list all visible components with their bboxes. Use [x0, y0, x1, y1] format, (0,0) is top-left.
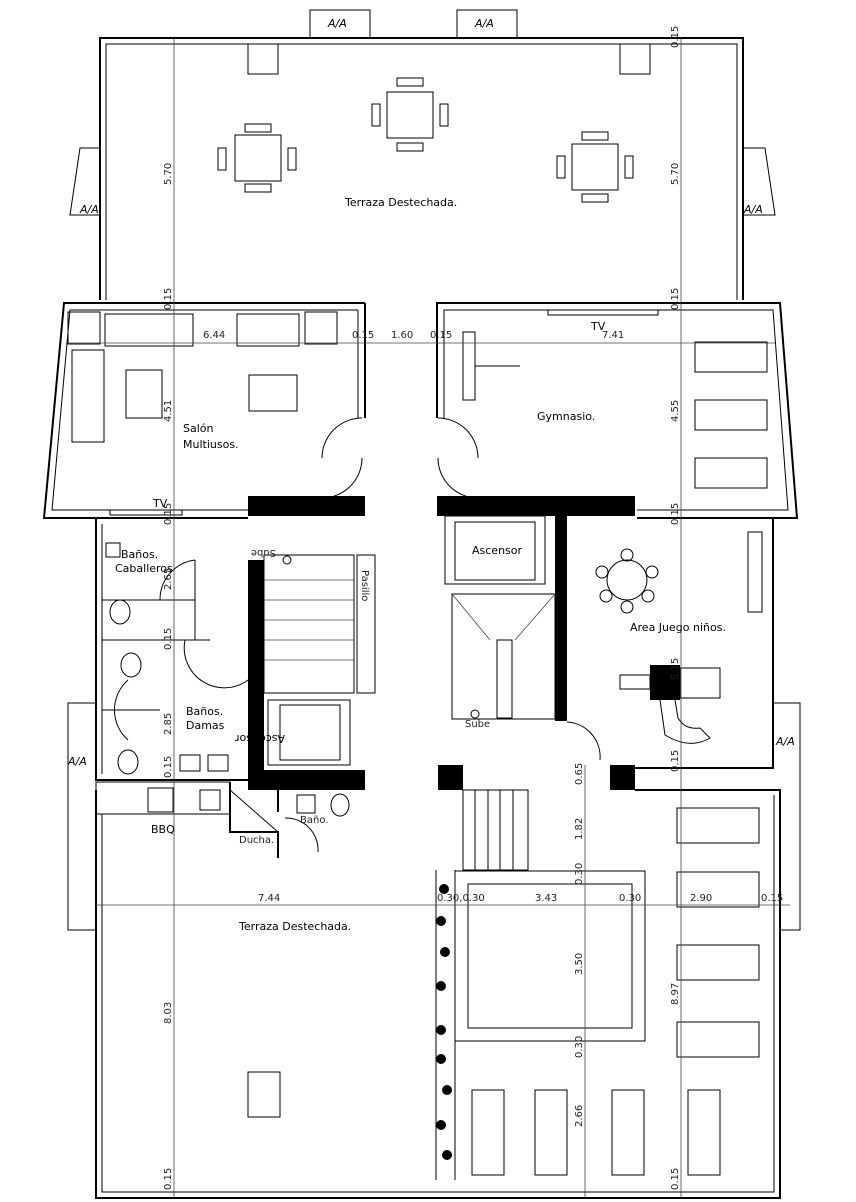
stair-right — [444, 515, 601, 761]
gimnasio — [436, 302, 799, 519]
room-label: Area Juego niños. — [630, 621, 726, 634]
ac-label: A/A — [474, 17, 494, 30]
dim: 0.15 — [761, 893, 783, 904]
sun-loungers — [471, 807, 760, 1176]
ac-unit — [309, 9, 371, 39]
dim: 0.65 — [574, 763, 585, 785]
dim: 5.70 — [670, 163, 681, 185]
dim: 1.82 — [574, 818, 585, 840]
ac-label: A/A — [79, 203, 99, 216]
dim: 8.03 — [163, 1002, 174, 1024]
room-label: Caballeros — [115, 562, 173, 575]
dim: 0.30 — [574, 863, 585, 885]
room-label: Baños. — [121, 548, 158, 561]
dim: 4.55 — [670, 400, 681, 422]
dim: 0.15 — [430, 330, 452, 341]
dim: 0.30,0.30 — [437, 893, 485, 904]
dim: 2.90 — [690, 893, 712, 904]
room-label: Gymnasio. — [537, 410, 595, 423]
dining-table — [371, 77, 449, 152]
area-juego — [595, 517, 774, 769]
bottom-terrace — [67, 702, 801, 1199]
dim: 0.15 — [163, 288, 174, 310]
entry-steps — [462, 789, 529, 871]
room-label: Baño. — [300, 815, 328, 826]
banos — [95, 517, 249, 781]
dim: 8.97 — [670, 983, 681, 1005]
salon-multiusos — [42, 302, 479, 519]
dimension-lines — [66, 38, 790, 1198]
stairs-up-label: Sube — [251, 547, 276, 558]
ac-label: A/A — [67, 755, 87, 768]
dim: 0.30 — [574, 1036, 585, 1058]
ac-label: A/A — [743, 203, 763, 216]
dim: 0.15 — [163, 503, 174, 525]
room-label: BBQ — [151, 823, 175, 836]
dim: 2.85 — [163, 713, 174, 735]
dim: 5.15 — [670, 658, 681, 680]
dimensions: 5.70 5.70 0.15 0.15 0.15 6.44 0.15 1.60 … — [163, 26, 783, 1190]
dim: 7.41 — [602, 330, 624, 341]
pool — [467, 883, 633, 1029]
dim: 3.50 — [574, 953, 585, 975]
tv-label: TV — [590, 320, 606, 333]
dim: 3.43 — [535, 893, 557, 904]
ac-label: A/A — [327, 17, 347, 30]
dim: 0.15 — [163, 1168, 174, 1190]
room-label: Salón — [183, 422, 214, 435]
dim: 2.65 — [163, 568, 174, 590]
ac-label: A/A — [775, 735, 795, 748]
room-label: Ducha. — [239, 835, 274, 846]
room-label: Baños. — [186, 705, 223, 718]
elevator-label: Ascensor — [472, 544, 523, 557]
toilet — [117, 749, 139, 775]
dim: 0.30 — [619, 893, 641, 904]
dim: 0.15 — [163, 628, 174, 650]
dim: 2.66 — [574, 1105, 585, 1127]
dim: 0.15 — [670, 1168, 681, 1190]
dim: 0.15 — [163, 756, 174, 778]
vertical-label: Pasillo — [359, 570, 370, 601]
dim: 0.15 — [670, 26, 681, 48]
dining-table — [217, 123, 297, 193]
dim: 5.70 — [163, 163, 174, 185]
room-label: Multiusos. — [183, 438, 239, 451]
stairs-up-label: Sube — [465, 719, 490, 730]
dim: 1.60 — [391, 330, 413, 341]
room-label: Terraza Destechada. — [238, 920, 351, 933]
dim: 0.15 — [670, 750, 681, 772]
stair-left — [263, 554, 376, 766]
toilet — [120, 652, 142, 678]
room-label: Terraza Destechada. — [344, 196, 457, 209]
dim: 7.44 — [258, 893, 280, 904]
dim: 6.44 — [203, 330, 225, 341]
dim: 4.51 — [163, 400, 174, 422]
plants — [436, 884, 452, 1160]
elevator-label: Ascensor — [234, 732, 285, 745]
dim: 0.15 — [670, 288, 681, 310]
ac-unit — [456, 9, 518, 39]
bbq-grill — [147, 787, 174, 813]
tv-label: TV — [152, 497, 168, 510]
dim: 0.15 — [670, 503, 681, 525]
dim: 0.15 — [352, 330, 374, 341]
toilet — [109, 599, 131, 625]
dining-table — [556, 131, 634, 203]
top-terrace — [69, 9, 776, 300]
room-label: Damas — [186, 719, 225, 732]
